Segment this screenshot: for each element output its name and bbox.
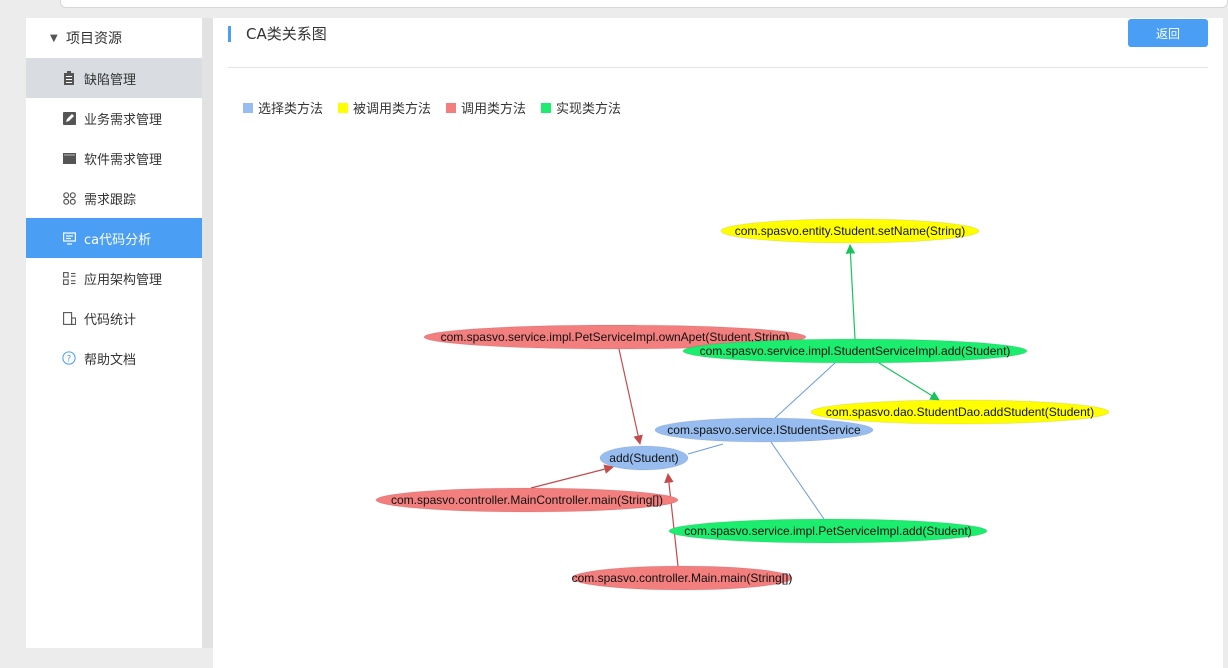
sidebar-item-label: ca代码分析 (84, 232, 152, 248)
node-ellipse (668, 518, 988, 544)
legend-swatch (446, 102, 457, 113)
sidebar-section-label: 项目资源 (66, 31, 122, 47)
sidebar-item-label: 帮助文档 (84, 352, 137, 368)
legend-label: 实现类方法 (556, 102, 622, 117)
sidebar-item-code-statistics[interactable]: 代码统计 (26, 298, 202, 338)
browser-top-bar (60, 0, 1228, 8)
edge-iss-to-psiAdd (770, 441, 825, 520)
legend-label: 调用类方法 (461, 102, 527, 117)
page-title: CA类关系图 (246, 25, 327, 43)
node-label: com.spasvo.service.IStudentService (667, 423, 861, 437)
node-ellipse (599, 445, 689, 471)
node-label: com.spasvo.dao.StudentDao.addStudent(Stu… (826, 405, 1094, 419)
edges-layer (530, 244, 940, 567)
node-label: com.spasvo.service.impl.StudentServiceIm… (700, 344, 1011, 358)
node-label: com.spasvo.entity.Student.setName(String… (735, 224, 966, 238)
node-iss[interactable]: com.spasvo.service.IStudentService (654, 417, 874, 443)
node-label: add(Student) (609, 451, 678, 465)
node-add[interactable]: add(Student) (599, 445, 689, 471)
sidebar-item-ca-code-analysis[interactable]: ca代码分析 (26, 218, 202, 258)
sidebar-item-label: 需求跟踪 (84, 192, 137, 208)
sidebar-item-label: 代码统计 (84, 312, 137, 328)
legend-item-impl: 实现类方法 (541, 98, 621, 117)
edge-iss-to-ssiAdd (774, 362, 836, 419)
edge-ownApet-to-add (618, 348, 643, 445)
node-ellipse (375, 487, 679, 513)
node-ellipse (720, 218, 980, 244)
node-label: com.spasvo.controller.MainController.mai… (391, 493, 663, 507)
legend-swatch (338, 102, 349, 113)
sidebar-item-label: 缺陷管理 (84, 72, 137, 88)
node-setName[interactable]: com.spasvo.entity.Student.setName(String… (720, 218, 980, 244)
header-divider (228, 67, 1208, 68)
sidebar-divider (202, 18, 213, 648)
legend-swatch (541, 102, 552, 113)
clipboard-icon (62, 71, 76, 85)
node-ellipse (423, 324, 807, 350)
back-button[interactable]: 返回 (1128, 19, 1208, 47)
legend-label: 被调用类方法 (353, 102, 432, 117)
sidebar-item-defect-management[interactable]: 缺陷管理 (26, 58, 202, 98)
legend-item-selected: 选择类方法 (243, 98, 323, 117)
svg-text:?: ? (67, 355, 72, 365)
sidebar-item-business-requirements[interactable]: 业务需求管理 (26, 98, 202, 138)
sidebar-item-label: 业务需求管理 (84, 112, 163, 128)
caret-down-icon: ▼ (50, 32, 58, 44)
sidebar-item-help-docs[interactable]: ? 帮助文档 (26, 338, 202, 378)
edit-icon (62, 111, 76, 125)
book-icon (62, 151, 76, 165)
legend-swatch (243, 102, 253, 113)
node-ellipse (571, 565, 793, 591)
main-panel: CA类关系图 返回 选择类方法 被调用类方法 调用类方法 实现类方法 (213, 18, 1223, 668)
edge-ssiAdd-to-daoAdd (878, 362, 940, 401)
node-daoAdd[interactable]: com.spasvo.dao.StudentDao.addStudent(Stu… (810, 399, 1110, 425)
node-ellipse (810, 399, 1110, 425)
edge-add-to-iss (687, 443, 724, 455)
sidebar-section-header[interactable]: ▼ 项目资源 (26, 18, 202, 58)
node-psiAdd[interactable]: com.spasvo.service.impl.PetServiceImpl.a… (668, 518, 988, 544)
nodes-layer: com.spasvo.entity.Student.setName(String… (375, 218, 1110, 591)
node-label: com.spasvo.service.impl.PetServiceImpl.a… (684, 524, 971, 538)
document-icon (62, 311, 76, 325)
legend-item-caller: 调用类方法 (446, 98, 526, 117)
sidebar-item-requirement-tracking[interactable]: 需求跟踪 (26, 178, 202, 218)
monitor-icon (62, 231, 76, 245)
sidebar-item-architecture-management[interactable]: 应用架构管理 (26, 258, 202, 298)
sidebar-item-label: 软件需求管理 (84, 152, 163, 168)
help-icon: ? (62, 351, 76, 365)
legend-item-called: 被调用类方法 (338, 98, 431, 117)
node-ssiAdd[interactable]: com.spasvo.service.impl.StudentServiceIm… (682, 338, 1028, 364)
sidebar-item-software-requirements[interactable]: 软件需求管理 (26, 138, 202, 178)
node-ellipse (654, 417, 874, 443)
legend: 选择类方法 被调用类方法 调用类方法 实现类方法 (243, 98, 636, 117)
node-label: com.spasvo.service.impl.PetServiceImpl.o… (441, 330, 790, 344)
sidebar-item-label: 应用架构管理 (84, 272, 163, 288)
apps-icon (62, 271, 76, 285)
node-mainMain[interactable]: com.spasvo.controller.Main.main(String[]… (571, 565, 793, 591)
node-label: com.spasvo.controller.Main.main(String[]… (572, 571, 793, 585)
grid-icon (62, 191, 76, 205)
class-relation-diagram: com.spasvo.entity.Student.setName(String… (375, 218, 1110, 591)
edge-ssiAdd-to-setName (845, 244, 856, 340)
title-accent-bar (228, 26, 231, 42)
node-ellipse (682, 338, 1028, 364)
legend-label: 选择类方法 (258, 102, 324, 117)
edge-mainMain-to-add (664, 473, 679, 567)
sidebar: ▼ 项目资源 缺陷管理 业务需求管理 软件需求管理 需求跟踪 ca代码分析 (26, 18, 202, 648)
node-mcMain[interactable]: com.spasvo.controller.MainController.mai… (375, 487, 679, 513)
edge-mcMain-to-add (530, 464, 614, 489)
node-ownApet[interactable]: com.spasvo.service.impl.PetServiceImpl.o… (423, 324, 807, 350)
